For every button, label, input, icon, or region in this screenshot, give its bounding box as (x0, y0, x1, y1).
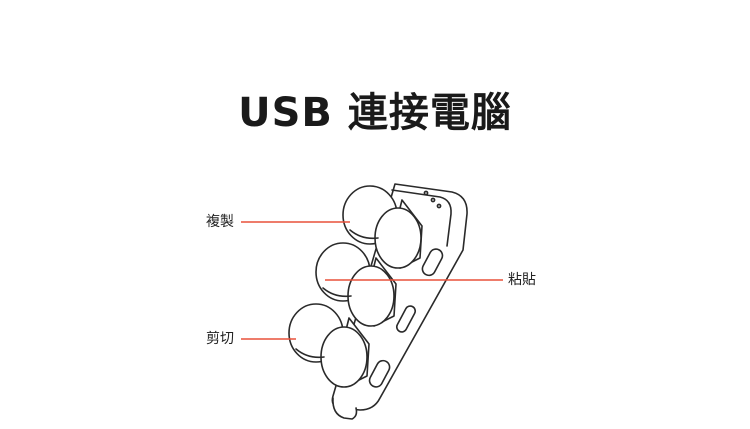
label-cut: 剪切 (206, 331, 234, 347)
key-cut (288, 303, 370, 388)
label-copy: 複製 (206, 214, 234, 230)
side-slot-lower (368, 359, 391, 388)
key-paste (315, 242, 397, 327)
keypad-top-face (391, 189, 452, 247)
side-slot-upper (421, 248, 444, 277)
label-paste: 粘貼 (508, 272, 536, 288)
indicator-dot (436, 203, 442, 209)
usb-plug (332, 397, 358, 420)
key-copy (342, 185, 423, 269)
indicator-dot (423, 190, 429, 196)
indicator-dot (430, 197, 436, 203)
side-slot-middle (395, 305, 417, 333)
page-title: USB 連接電腦 (238, 90, 512, 136)
